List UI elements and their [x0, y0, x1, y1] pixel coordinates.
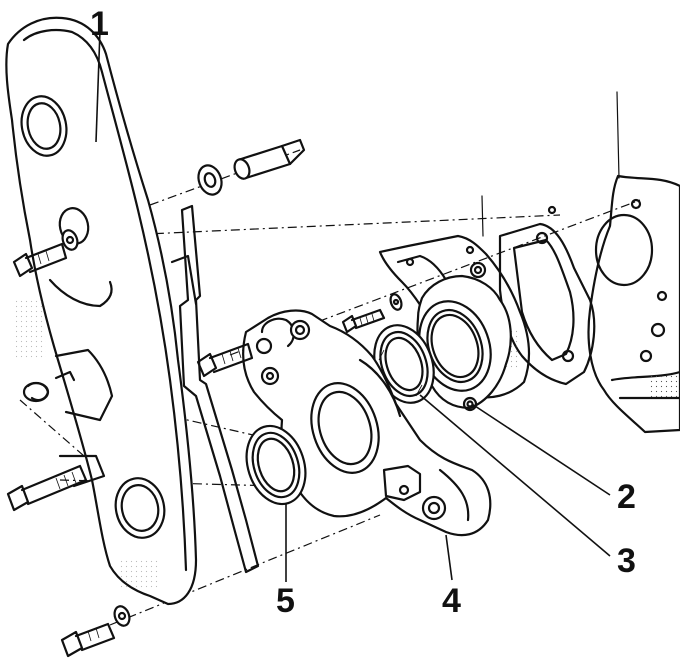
callout-5: 5: [276, 582, 295, 620]
bolt-front-cover: [196, 342, 254, 378]
seal-housing: [416, 261, 512, 412]
timing-cover-upper: [5, 16, 198, 606]
callout-3: 3: [617, 542, 636, 580]
engine-block: [587, 174, 680, 434]
bolt-left-upper: [12, 229, 79, 278]
leader-lines: [95, 29, 611, 582]
callout-2: 2: [617, 478, 636, 516]
callout-1: 1: [90, 5, 109, 43]
clip-left: [22, 370, 76, 403]
bolt-bottom: [60, 605, 131, 658]
spacer-washer: [197, 138, 306, 196]
callout-4: 4: [442, 582, 461, 620]
bolt-small-mid: [341, 293, 403, 334]
front-oil-seal: [245, 424, 307, 506]
bolt-left-lower: [6, 464, 88, 512]
middle-gasket: [170, 204, 260, 574]
